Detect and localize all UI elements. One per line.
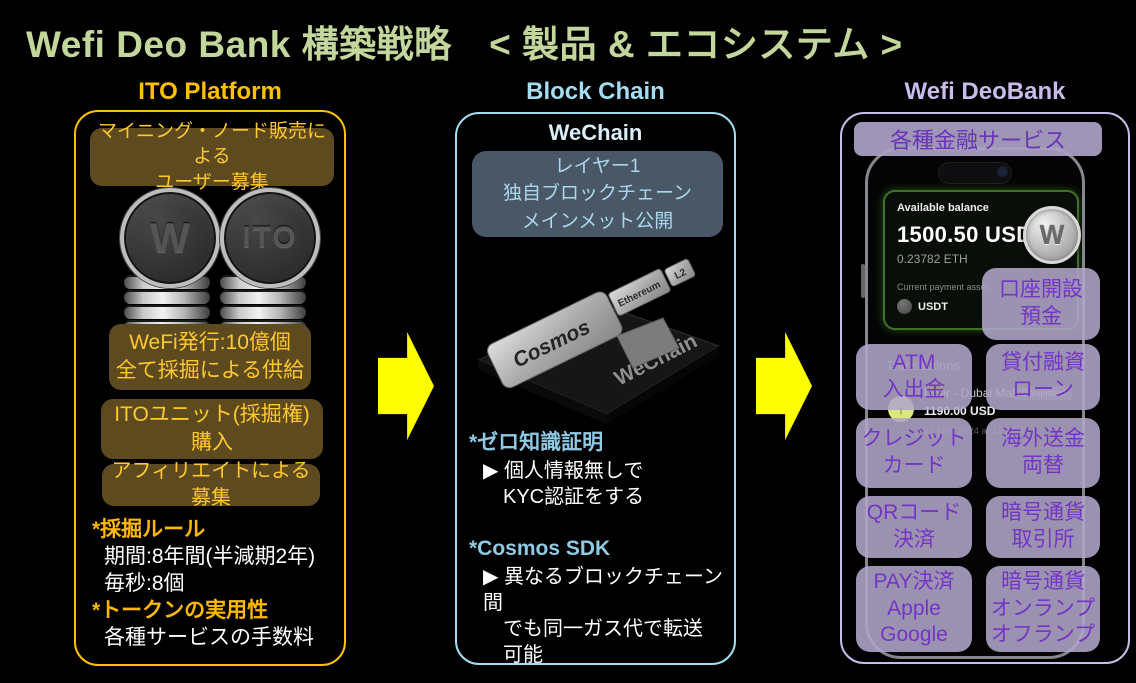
ito-coin-icon: ITO xyxy=(220,188,320,288)
flow-arrow-left-icon xyxy=(378,332,434,440)
ito-unit-purchase-box: ITOユニット(採掘権) 購入 xyxy=(101,399,323,459)
service-account-deposit: 口座開設 預金 xyxy=(982,268,1100,340)
service-loans: 貸付融資 ローン xyxy=(986,344,1100,410)
mining-rule-period: 期間:8年間(半減期2年) xyxy=(104,545,316,568)
wefi-badge-letter: W xyxy=(1039,219,1065,250)
service-pay-apple-google: PAY決済 Apple Google xyxy=(856,566,972,652)
chip-band-ethereum xyxy=(608,268,671,316)
ito-platform-panel: マイニング・ノード販売による ユーザー募集 W ITO WeFi発行:10億個 … xyxy=(74,110,346,666)
phone-dynamic-island xyxy=(938,162,1012,184)
zero-knowledge-bullet: ▶ 個人情報無しで KYC認証をする xyxy=(483,460,645,508)
token-utility-line: 各種サービスの手数料 xyxy=(104,626,314,649)
cosmos-sdk-heading: *Cosmos SDK xyxy=(469,537,611,560)
chip-module-foot xyxy=(616,317,680,369)
mining-node-recruit-box: マイニング・ノード販売による ユーザー募集 xyxy=(90,121,334,193)
transaction-date: 27 May 2024 at 12:25:47 xyxy=(924,426,1030,437)
chip-band-l2 xyxy=(664,258,696,287)
wefi-coin-icon: W xyxy=(120,188,220,288)
phone-side-button xyxy=(861,264,865,298)
wechain-subtitle: WeChain xyxy=(548,120,643,145)
balance-value: 1500.50 USDT xyxy=(897,222,1047,247)
wefi-deobank-header: Wefi DeoBank xyxy=(904,78,1066,105)
financial-services-bar: 各種金融サービス xyxy=(854,122,1102,156)
block-chain-panel: WeChain レイヤー1 独自ブロックチェーン メインメット公開 WeChai… xyxy=(455,112,736,666)
service-crypto-exchange: 暗号通貨 取引所 xyxy=(986,496,1100,558)
service-on-off-ramp: 暗号通貨 オンランプ オフランプ xyxy=(986,566,1100,652)
ito-platform-header: ITO Platform xyxy=(138,78,282,105)
block-chain-header: Block Chain xyxy=(526,78,665,105)
mining-rule-heading: *採掘ルール xyxy=(92,518,206,541)
affiliate-recruit-box: アフィリエイトによる募集 xyxy=(102,460,320,509)
mining-rule-rate: 毎秒:8個 xyxy=(104,572,185,595)
usdt-coin-icon xyxy=(897,299,912,314)
wefi-issue-box: WeFi発行:10億個 全て採掘による供給 xyxy=(109,324,311,390)
ito-coin-letters: ITO xyxy=(242,221,298,254)
payment-asset-value: USDT xyxy=(918,300,948,313)
payment-asset-label: Current payment asset xyxy=(897,282,989,292)
chip-base-side2 xyxy=(607,346,719,424)
chip-module-body xyxy=(486,291,623,389)
layer1-box: レイヤー1 独自ブロックチェーン メインメット公開 xyxy=(472,151,723,237)
zero-knowledge-heading: *ゼロ知識証明 xyxy=(469,431,604,454)
balance-label: Available balance xyxy=(897,202,989,214)
token-utility-heading: *トークンの実用性 xyxy=(92,599,269,622)
chain-notes: *ゼロ知識証明 ▶ 個人情報無しで KYC認証をする *Cosmos SDK ▶… xyxy=(469,430,729,683)
payment-asset-row: USDT xyxy=(897,299,1065,314)
cosmos-sdk-bullet: ▶ 異なるブロックチェーン間 でも同一ガス代で転送 可能 xyxy=(483,566,723,666)
phone-camera-icon xyxy=(998,167,1007,176)
wefi-coin-badge: W xyxy=(1023,206,1081,264)
service-qr-payment: QRコード 決済 xyxy=(856,496,972,558)
wechain-chip-illustration: WeChain Cosmos Ethereum L2 xyxy=(477,258,721,424)
ito-notes: *採掘ルール 期間:8年間(半減期2年) 毎秒:8個 *トークンの実用性 各種サ… xyxy=(92,516,338,651)
balance-eth: 0.23782 ETH xyxy=(897,252,968,266)
wefi-coin-letter: W xyxy=(150,214,190,261)
service-atm: ATM 入出金 xyxy=(856,344,972,410)
service-credit-card: クレジット カード xyxy=(856,418,972,488)
chip-band2-label: L2 xyxy=(673,267,689,282)
flow-arrow-right-icon xyxy=(756,332,812,440)
wefi-deobank-panel: Available balance 1500.50 USDT 0.23782 E… xyxy=(840,112,1130,664)
service-remittance: 海外送金 両替 xyxy=(986,418,1100,488)
slide-title: Wefi Deo Bank 構築戦略 < 製品 & エコシステム > xyxy=(26,24,903,65)
